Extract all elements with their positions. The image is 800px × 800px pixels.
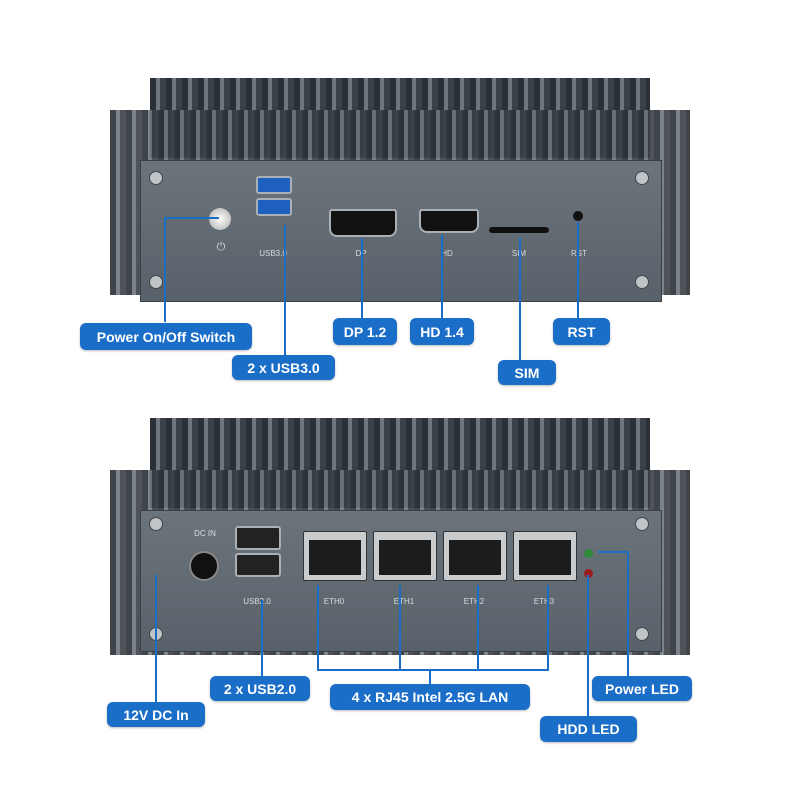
hdd-led: [584, 569, 593, 578]
eth2-silk: ETH2: [463, 597, 485, 606]
callout-lan: 4 x RJ45 Intel 2.5G LAN: [330, 684, 530, 710]
rj45-port-eth2: [443, 531, 507, 581]
screw-icon: [149, 171, 163, 185]
rj45-port-eth1: [373, 531, 437, 581]
dc-jack: [189, 551, 219, 581]
screw-icon: [635, 275, 649, 289]
callout-hdd-led: HDD LED: [540, 716, 637, 742]
rj45-port-eth0: [303, 531, 367, 581]
callout-usb3: 2 x USB3.0: [232, 355, 335, 380]
sim-slot: [489, 227, 549, 233]
rj45-port-eth3: [513, 531, 577, 581]
screw-icon: [635, 517, 649, 531]
eth3-silk: ETH3: [533, 597, 555, 606]
screw-icon: [635, 627, 649, 641]
usb3-silk: USB3.0: [259, 249, 287, 258]
reset-button[interactable]: [573, 211, 583, 221]
displayport-port: [329, 209, 397, 237]
callout-dp: DP 1.2: [333, 318, 397, 345]
usb2-silk: USB2.0: [243, 597, 271, 606]
screw-icon: [149, 275, 163, 289]
usb3-port: [256, 198, 292, 216]
usb2-port: [235, 553, 281, 577]
callout-power-led: Power LED: [592, 676, 692, 701]
callout-hd: HD 1.4: [410, 318, 474, 345]
callout-usb2: 2 x USB2.0: [210, 676, 310, 701]
usb3-port: [256, 176, 292, 194]
power-button[interactable]: [209, 208, 231, 230]
power-led: [584, 549, 593, 558]
front-panel-top: ⏻ USB3.0 DP HD SIM RST: [140, 160, 662, 302]
dc-silk: DC IN: [194, 529, 216, 538]
hd-silk: HD: [441, 249, 453, 258]
callout-rst: RST: [553, 318, 610, 345]
power-symbol-icon: ⏻: [216, 241, 226, 253]
hdmi-port: [419, 209, 479, 233]
callout-power-switch: Power On/Off Switch: [80, 323, 252, 350]
usb2-port: [235, 526, 281, 550]
callout-sim: SIM: [498, 360, 556, 385]
eth0-silk: ETH0: [323, 597, 345, 606]
screw-icon: [149, 517, 163, 531]
callout-dc-in: 12V DC In: [107, 702, 205, 727]
sim-silk: SIM: [511, 249, 527, 258]
screw-icon: [635, 171, 649, 185]
eth1-silk: ETH1: [393, 597, 415, 606]
